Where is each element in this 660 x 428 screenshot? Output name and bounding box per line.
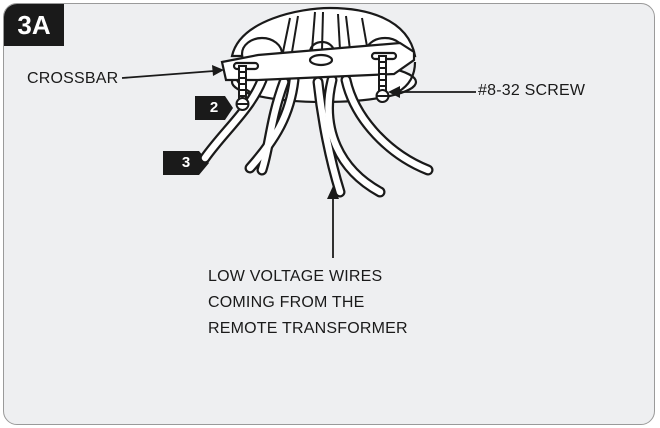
screws (235, 55, 390, 111)
figure-label: 3A (4, 4, 64, 46)
step-2-badge: 2 (209, 99, 219, 116)
screw-label: #8-32 SCREW (478, 82, 586, 99)
step-3-tag (163, 151, 209, 175)
wires-label-line-2: COMING FROM THE (208, 294, 365, 311)
wires-label: LOW VOLTAGE WIRES COMING FROM THE REMOTE… (208, 264, 408, 342)
crossbar (220, 41, 416, 82)
step-3-badge: 3 (181, 154, 191, 171)
step-2-tag (195, 96, 233, 120)
wires-label-line-3: REMOTE TRANSFORMER (208, 320, 408, 337)
wires-label-line-1: LOW VOLTAGE WIRES (208, 268, 383, 285)
leader-lines (121, 65, 476, 258)
low-voltage-wires (199, 74, 434, 198)
crossbar-label: CROSSBAR (27, 70, 119, 87)
